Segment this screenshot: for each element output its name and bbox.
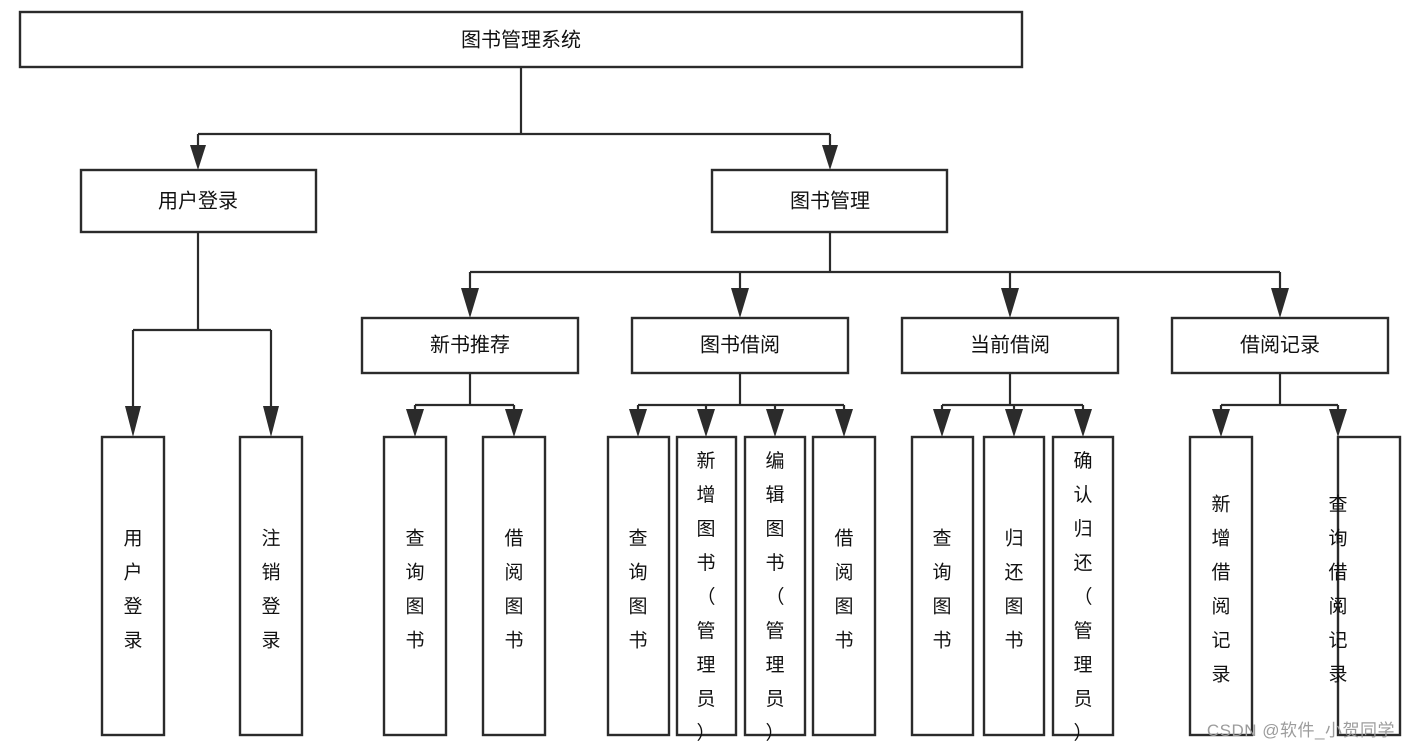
arrow-head-leaf-confirm-return-admin: [1074, 409, 1092, 437]
csdn-watermark: CSDN @软件_小贺同学: [1206, 721, 1395, 740]
arrow-head-leaf-query-book-borrow: [629, 409, 647, 437]
node-leaf-logout-login-label: 注销登录: [261, 528, 280, 652]
connector-group-newbook-to-leaves: [406, 373, 523, 437]
arrow-head-leaf-logout-login: [263, 406, 279, 437]
node-current-borrow-box[interactable]: [900, 316, 1120, 375]
arrow-head-leaf-query-book-current: [933, 409, 951, 437]
node-leaf-add-book-admin-box[interactable]: [675, 435, 738, 737]
arrow-head-leaf-query-book-recommend: [406, 409, 424, 437]
arrow-head-current-borrow: [1001, 288, 1019, 318]
node-new-book-recommend-label: 新书推荐: [430, 333, 510, 356]
node-new-book-recommend[interactable]: 新书推荐: [360, 316, 580, 375]
node-book-management-box[interactable]: [710, 168, 949, 234]
node-leaf-borrow-book-borrow-label: 借阅图书: [834, 528, 853, 652]
node-leaf-borrow-book-borrow-box[interactable]: [811, 435, 877, 737]
arrow-head-leaf-borrow-book-borrow: [835, 409, 853, 437]
node-leaf-return-book-label: 归还图书: [1004, 528, 1023, 652]
node-book-borrow-label: 图书借阅: [700, 333, 780, 356]
node-user-login-label: 用户登录: [158, 189, 238, 212]
node-leaf-edit-book-admin-box[interactable]: [743, 435, 807, 737]
node-leaf-add-borrow-record[interactable]: 新增借阅记录: [1188, 435, 1254, 737]
arrow-head-new-book-recommend: [461, 288, 479, 318]
node-leaf-return-book[interactable]: 归还图书: [982, 435, 1046, 737]
connector-group-bookmgmt-to-level3: [461, 232, 1289, 318]
node-root-label: 图书管理系统: [461, 28, 581, 51]
node-borrow-record-label: 借阅记录: [1240, 333, 1320, 356]
arrow-head-leaf-user-login: [125, 406, 141, 437]
node-leaf-query-book-borrow[interactable]: 查询图书: [606, 435, 671, 737]
node-book-borrow[interactable]: 图书借阅: [630, 316, 850, 375]
node-leaf-query-book-borrow-label: 查询图书: [628, 528, 647, 652]
node-leaf-borrow-book-recommend-box[interactable]: [481, 435, 547, 737]
node-leaf-add-book-admin[interactable]: 新增图书（管理员）: [675, 435, 738, 744]
node-leaf-query-borrow-record-box[interactable]: [1336, 435, 1402, 737]
arrow-head-user-login: [190, 145, 206, 170]
node-leaf-query-book-recommend-box[interactable]: [382, 435, 448, 737]
node-leaf-logout-login[interactable]: 注销登录: [238, 435, 304, 737]
node-leaf-borrow-book-recommend[interactable]: 借阅图书: [481, 435, 547, 737]
node-leaf-add-borrow-record-box[interactable]: [1188, 435, 1254, 737]
node-book-management-label: 图书管理: [790, 189, 870, 212]
node-leaf-confirm-return-admin-box[interactable]: [1051, 435, 1115, 737]
node-leaf-query-book-borrow-box[interactable]: [606, 435, 671, 737]
node-leaf-query-book-current-box[interactable]: [910, 435, 975, 737]
node-root-box[interactable]: [18, 10, 1024, 69]
node-leaf-query-book-recommend-label: 查询图书: [405, 528, 424, 652]
node-borrow-record[interactable]: 借阅记录: [1170, 316, 1390, 375]
node-leaf-user-login-box[interactable]: [100, 435, 166, 737]
connector-group-borrowrecord-to-leaves: [1212, 373, 1347, 437]
node-current-borrow[interactable]: 当前借阅: [900, 316, 1120, 375]
node-book-management[interactable]: 图书管理: [710, 168, 949, 234]
arrow-head-leaf-add-borrow-record: [1212, 409, 1230, 437]
node-leaf-query-book-recommend[interactable]: 查询图书: [382, 435, 448, 737]
node-leaf-query-borrow-record-label: 查询借阅记录: [1328, 494, 1347, 686]
node-leaf-borrow-book-borrow[interactable]: 借阅图书: [811, 435, 877, 737]
node-leaf-edit-book-admin-label: 编辑图书（管理员）: [765, 450, 784, 744]
arrow-head-borrow-record: [1271, 288, 1289, 318]
arrow-head-leaf-return-book: [1005, 409, 1023, 437]
node-book-borrow-box[interactable]: [630, 316, 850, 375]
node-user-login-box[interactable]: [79, 168, 318, 234]
node-leaf-confirm-return-admin[interactable]: 确认归还（管理员）: [1051, 435, 1115, 744]
node-leaf-query-borrow-record[interactable]: 查询借阅记录: [1328, 435, 1402, 737]
node-user-login[interactable]: 用户登录: [79, 168, 318, 234]
node-new-book-recommend-box[interactable]: [360, 316, 580, 375]
node-leaf-return-book-box[interactable]: [982, 435, 1046, 737]
node-leaf-edit-book-admin[interactable]: 编辑图书（管理员）: [743, 435, 807, 744]
node-leaf-user-login-label: 用户登录: [123, 529, 142, 652]
node-leaf-add-borrow-record-label: 新增借阅记录: [1211, 494, 1230, 686]
connector-group-userlogin-to-leaves: [125, 232, 279, 437]
node-borrow-record-box[interactable]: [1170, 316, 1390, 375]
arrow-head-leaf-edit-book-admin: [766, 409, 784, 437]
node-root[interactable]: 图书管理系统: [18, 10, 1024, 69]
node-leaf-confirm-return-admin-label: 确认归还（管理员）: [1073, 450, 1092, 744]
connector-group-currentborrow-to-leaves: [933, 373, 1092, 437]
arrow-head-leaf-borrow-book-recommend: [505, 409, 523, 437]
node-leaf-add-book-admin-label: 新增图书（管理员）: [696, 450, 715, 744]
node-leaf-logout-login-box[interactable]: [238, 435, 304, 737]
connector-group-bookborrow-to-leaves: [629, 373, 853, 437]
arrow-head-leaf-query-borrow-record: [1329, 409, 1347, 437]
arrow-head-book-borrow: [731, 288, 749, 318]
connector-group-root-to-level2: [190, 67, 838, 170]
node-leaf-query-book-current-label: 查询图书: [932, 528, 951, 652]
node-leaf-query-book-current[interactable]: 查询图书: [910, 435, 975, 737]
arrow-head-book-management: [822, 145, 838, 170]
node-leaf-user-login[interactable]: 用户登录: [100, 435, 166, 737]
arrow-head-leaf-add-book-admin: [697, 409, 715, 437]
node-current-borrow-label: 当前借阅: [970, 333, 1050, 356]
node-leaf-borrow-book-recommend-label: 借阅图书: [504, 528, 523, 652]
